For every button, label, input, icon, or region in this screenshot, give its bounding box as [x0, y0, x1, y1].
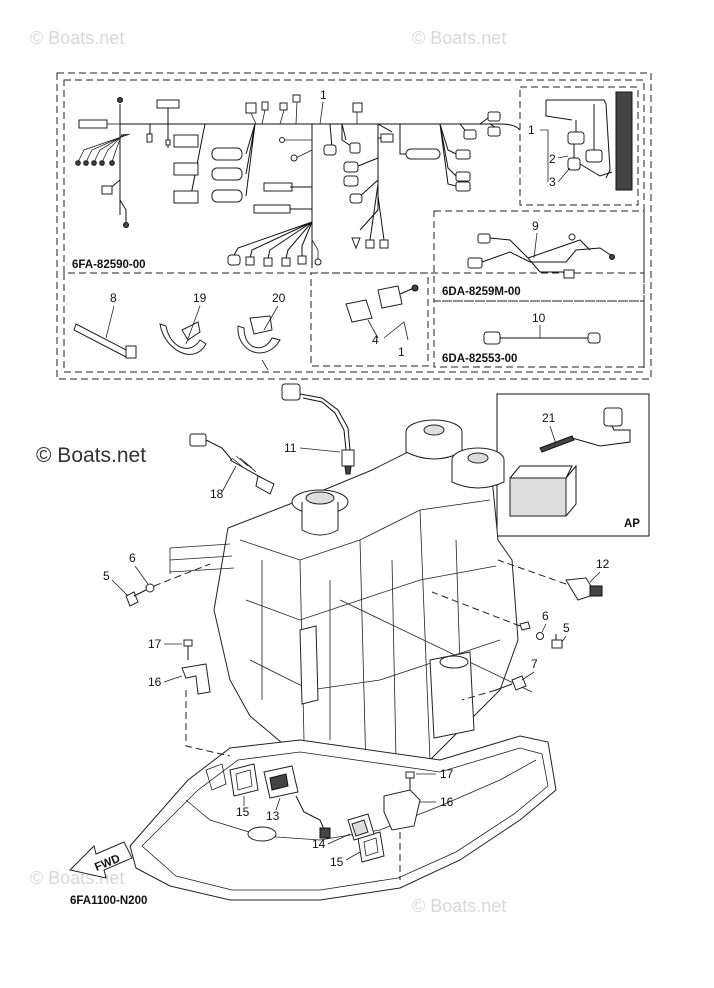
switch-14	[347, 813, 375, 841]
callout-15-left: 15	[236, 805, 250, 819]
watermark-bottom-right: © Boats.net	[412, 896, 506, 916]
callout-6-left: 6	[129, 551, 136, 565]
switch-13	[263, 765, 331, 839]
ap-box	[496, 393, 650, 537]
watermark-top-left: © Boats.net	[30, 28, 124, 48]
callout-1-main: 1	[320, 88, 327, 102]
callout-11: 11	[284, 441, 297, 455]
callout-2: 2	[549, 152, 556, 166]
callout-4: 4	[372, 333, 379, 347]
sensor-18	[189, 433, 275, 495]
sensor-12	[497, 559, 603, 601]
code-main-harness: 6FA-82590-00	[72, 259, 146, 271]
callout-13: 13	[266, 809, 280, 823]
bolt-washer-left	[125, 563, 211, 607]
bolt-17-left	[183, 639, 193, 660]
sub-harness-9	[467, 233, 615, 279]
callout-15-right: 15	[330, 855, 344, 869]
cable-tie-8	[73, 323, 137, 359]
ap-label: AP	[624, 518, 640, 530]
callout-8: 8	[110, 291, 117, 305]
diagram-id: 6FA1100-N200	[70, 895, 147, 907]
relay-4	[345, 284, 419, 323]
grommet-15-left	[229, 763, 259, 797]
sub-harness-10	[483, 331, 601, 345]
bolt-washer-right	[431, 591, 563, 649]
callout-12: 12	[596, 557, 610, 571]
bracket-16-left	[181, 663, 231, 757]
clip-20	[237, 315, 281, 371]
callout-9: 9	[532, 219, 539, 233]
bottom-cowling	[129, 735, 557, 901]
callout-6-right: 6	[542, 609, 549, 623]
callout-5-left: 5	[103, 569, 110, 583]
callout-19: 19	[193, 291, 207, 305]
fwd-arrow	[69, 841, 133, 879]
callout-17-right: 17	[440, 767, 454, 781]
inset-harness-clip	[545, 91, 633, 191]
callout-17-left: 17	[148, 637, 162, 651]
callout-5-right: 5	[563, 621, 570, 635]
watermark-middle-left: © Boats.net	[36, 444, 146, 467]
callout-3: 3	[549, 175, 556, 189]
watermark-top-right: © Boats.net	[412, 28, 506, 48]
grommet-15-right	[357, 831, 385, 863]
callout-16-right: 16	[440, 795, 454, 809]
code-sub-harness-9: 6DA-8259M-00	[442, 286, 521, 298]
callout-21: 21	[542, 411, 556, 425]
callout-1-relay: 1	[398, 345, 405, 359]
callout-10: 10	[532, 311, 546, 325]
callout-14: 14	[312, 837, 326, 851]
callout-16-left: 16	[148, 675, 162, 689]
code-sub-harness-10: 6DA-82553-00	[442, 353, 517, 365]
bracket-16-right	[383, 789, 421, 880]
sensor-11	[281, 383, 355, 475]
callout-7: 7	[531, 657, 538, 671]
main-wire-harness	[75, 94, 521, 268]
clip-19	[159, 321, 207, 355]
callout-1-inset: 1	[528, 123, 535, 137]
callout-18: 18	[210, 487, 224, 501]
engine-block	[169, 419, 533, 773]
callout-20: 20	[272, 291, 286, 305]
harness-kit-frame	[56, 72, 652, 380]
